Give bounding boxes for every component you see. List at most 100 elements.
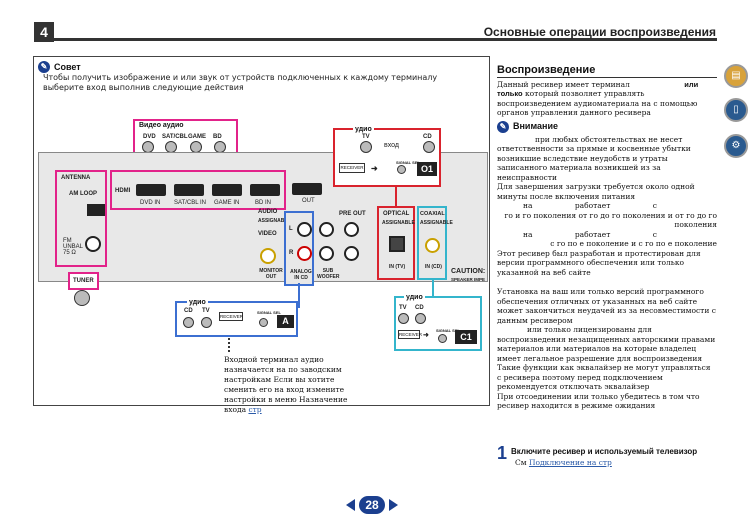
input-assignment-note: Входной терминал аудио назначается на по… [224,355,364,415]
fm-jack [85,236,101,252]
callout-c1-title: удио [404,294,425,301]
header-rule [54,38,717,41]
note-p3: го и го поколения от го до го поколения … [504,210,717,230]
callout-a-dots [228,338,230,352]
note-p8: или только лицензированы для воспроизвед… [497,325,716,363]
hdmi-out-port [292,183,322,195]
monitor-out-label: MONITOR OUT [259,268,283,280]
prev-page-icon[interactable] [346,499,355,511]
callout-o1-cd-label: CD [423,134,432,140]
analog-cd-section: L R ANALOG IN CD [284,211,314,286]
callout-c1-signal-button[interactable] [438,334,447,343]
callout-o1-input-word: вход [384,142,399,149]
callout-c1-badge: C1 [455,330,477,344]
callout-c1-cd-button[interactable] [415,313,426,324]
callout-a-tv-button[interactable] [201,317,212,328]
pre-out-label: PRE OUT [339,211,366,217]
callout-a-signal-sel: SIGNAL SEL [257,310,281,315]
note-p7: Установка на ваш или только версий прогр… [497,287,716,325]
tip-heading: ✎ Совет [38,61,81,73]
callout-o1-signal-button[interactable] [397,165,406,174]
callout-c1-signal-sel: SIGNAL SEL [436,328,460,333]
callout-c1-receiver[interactable]: RECEIVER [398,330,423,339]
coaxial-in-label: IN (CD) [425,264,442,270]
callout-c1-tv-label: TV [399,305,407,311]
note-p5: с го по е поколение и с го по е поколени… [550,239,717,248]
playback-intro-1: Данный ресивер имеет терминал [497,79,630,89]
callout-a: удио CD TV RECEIVER SIGNAL SEL A [175,299,298,337]
caution-label: CAUTION: [451,268,486,275]
hdmi-satcbl-port [174,184,204,196]
note-p6: Этот ресивер был разработан и протестиро… [497,248,701,277]
hdmi-dvd-label: DVD IN [140,200,161,206]
coaxial-section: COAXIAL ASSIGNABLE IN (CD) [417,206,453,280]
hdmi-satcbl-label: SAT/CBL IN [174,200,207,206]
am-loop-label: AM LOOP [69,191,97,197]
right-column: Воспроизведение Данный ресивер имеет тер… [497,65,717,411]
optical-section: OPTICAL ASSIGNABLE IN (TV) [377,206,415,280]
pre-out-jack-1 [319,222,334,237]
input-note-link[interactable]: стр [248,405,262,414]
speaker-label: SPEAKER IMPE [451,277,486,282]
callout-c1-tv-button[interactable] [398,313,409,324]
note-heading: ✎ Внимание [497,120,717,133]
tip-text: Чтобы получить изображение и или звук от… [43,73,438,92]
playback-intro: Данный ресивер имеет терминал или только… [497,80,717,118]
am-loop-terminal [87,204,105,216]
coaxial-assignable-label: ASSIGNABLE [420,220,453,226]
callout-o1-receiver[interactable]: RECEIVER [339,163,365,173]
fm-label: FM UNBAL 75 Ω [63,238,83,256]
next-page-icon[interactable] [389,499,398,511]
callout-o1-tv-button[interactable] [360,141,372,153]
analog-l-jack [297,222,312,237]
callout-a-title: удио [187,299,208,306]
settings-icon[interactable]: ⚙ [724,134,748,158]
monitor-out-jack [260,248,276,264]
coaxial-label: COAXIAL [420,211,445,217]
step-title: Включите ресивер и используемый телевизо… [511,447,698,456]
optical-port [389,236,405,252]
pre-out-jack-2 [344,222,359,237]
hdmi-bd-port [250,184,280,196]
antenna-label: ANTENNA [61,175,91,181]
callout-o1-title: удио [353,126,374,133]
pager: 28 [346,496,398,514]
hdmi-section: HDMI DVD IN SAT/CBL IN GAME IN BD IN [110,170,286,210]
note-p9: Такие функции как эквалайзер не могут уп… [497,363,711,391]
hdmi-game-label: GAME IN [214,200,240,206]
tip-icon: ✎ [38,61,50,73]
step-ref-link[interactable]: Подключение на стр [528,458,612,467]
book-icon[interactable]: ▤ [724,64,748,88]
hdmi-out-label: OUT [302,198,315,204]
callout-a-cd-label: CD [184,308,193,314]
callout-o1: удио TV CD вход RECEIVER SIGNAL SEL ➜ O1 [333,126,441,187]
optical-in-label: IN (TV) [389,264,406,270]
callout-a-signal-button[interactable] [259,318,268,327]
callout-o1-cd-button[interactable] [423,141,435,153]
subwoofer-jack [319,246,334,261]
playback-title: Воспроизведение [497,65,717,78]
pre-out-jack-3 [344,246,359,261]
hdmi-game-port [212,184,242,196]
remote-icon[interactable]: ▯ [724,98,748,122]
page-number: 28 [359,496,385,514]
audio-label: AUDIO [258,209,278,215]
note-title: Внимание [513,120,558,131]
hdmi-bd-label: BD IN [255,200,272,206]
analog-label: ANALOG IN CD [290,269,312,281]
callout-a-badge: A [277,315,294,328]
optical-assignable-label: ASSIGNABLE [382,220,415,226]
callout-a-cd-button[interactable] [183,317,194,328]
bd-label: BD [213,134,222,140]
dvd-label: DVD [143,134,156,140]
tuner-label: TUNER [73,278,94,284]
tuner-button[interactable] [74,290,90,306]
callout-c1: удио TV CD RECEIVER SIGNAL SEL ➜ C1 [394,294,482,351]
note-p4: на работает с [523,229,657,239]
callout-a-receiver[interactable]: RECEIVER [219,312,244,321]
tuner-callout: TUNER [68,272,99,290]
input-note-text: Входной терминал аудио назначается на по… [224,355,348,414]
warning-icon: ✎ [497,120,509,133]
audio-assignable-label: ASSIGNABLE [258,218,291,224]
playback-intro-2: который позволяет управлять воспроизведе… [497,89,698,117]
